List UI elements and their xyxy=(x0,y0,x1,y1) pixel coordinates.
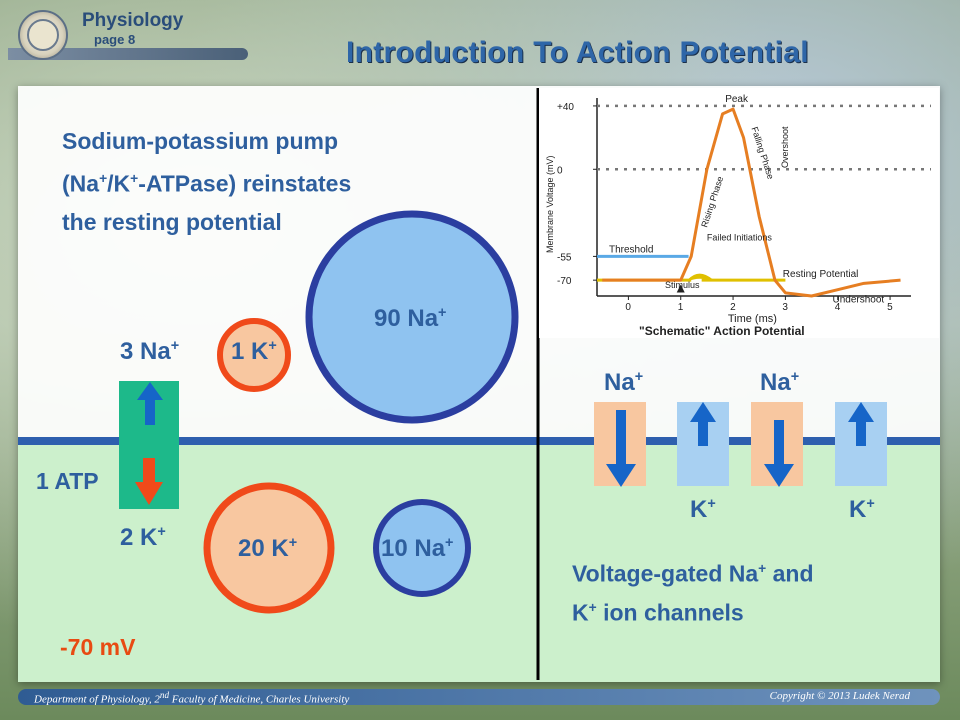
footer-bar: Department of Physiology, 2nd Faculty of… xyxy=(18,689,940,706)
channel-caption: Voltage-gated Na+ and K+ ion channels xyxy=(572,552,814,629)
annotation-resting-potential: Resting Potential xyxy=(783,269,859,280)
action-potential-trace xyxy=(602,107,901,298)
y-tick-2: -55 xyxy=(557,252,572,263)
pump-description-line-3: the resting potential xyxy=(62,208,282,235)
y-axis-label: Membrane Voltage (mV) xyxy=(545,155,555,253)
y-tick-1: 0 xyxy=(557,165,563,176)
cell-membrane xyxy=(18,437,940,445)
annotation-falling-phase: Falling Phase xyxy=(749,126,775,181)
annotation-peak: Peak xyxy=(725,94,749,105)
channel-caption-line-1: Voltage-gated Na+ and xyxy=(572,560,814,587)
channel-caption-line-2: K+ ion channels xyxy=(572,599,744,626)
annotation-failed-initiations: Failed Initiations xyxy=(707,233,773,243)
footer-copyright: Copyright © 2013 Ludek Nerad xyxy=(769,690,910,702)
x-tick-5: 5 xyxy=(887,302,893,313)
annotation-stimulus: Stimulus xyxy=(665,280,700,290)
x-tick-4: 4 xyxy=(835,302,841,313)
k-influx-arrow-icon xyxy=(135,458,163,505)
resting-voltage-label: -70 mV xyxy=(60,634,136,660)
x-axis-label: Time (ms) xyxy=(728,313,777,325)
pump-out-label: 3 Na+ xyxy=(120,338,180,365)
failed-initiation-2 xyxy=(688,276,713,282)
na-channel-1-arrow-icon xyxy=(606,410,636,487)
x-tick-2: 2 xyxy=(730,302,736,313)
k-channel-1-arrow-icon xyxy=(690,402,716,446)
pump-description: Sodium-potassium pump (Na+/K+-ATPase) re… xyxy=(62,122,351,241)
k-extracellular-label: 1 K+ xyxy=(231,338,277,365)
x-tick-0: 0 xyxy=(625,302,631,313)
na-intracellular-circle xyxy=(373,499,471,597)
k-intracellular-circle xyxy=(203,482,335,614)
na-channel-2-arrow-icon xyxy=(764,420,794,487)
subject-label: Physiology xyxy=(82,10,184,31)
y-tick-0: +40 xyxy=(557,102,574,113)
stimulus-arrow-head-icon xyxy=(676,284,685,293)
slide-title: Introduction To Action Potential xyxy=(346,36,809,69)
y-tick-3: -70 xyxy=(557,276,572,287)
k-extracellular-circle xyxy=(217,318,291,392)
na-efflux-arrow-icon xyxy=(137,382,163,425)
pump-description-line-2: (Na+/K+-ATPase) reinstates xyxy=(62,170,352,197)
page-number: page 8 xyxy=(94,32,136,47)
x-tick-1: 1 xyxy=(678,302,684,313)
annotation-undershoot: Undershoot xyxy=(833,294,885,305)
pump-in-label: 2 K+ xyxy=(120,524,166,551)
k-channel-label-1: K+ xyxy=(690,496,716,523)
header-accent-bar xyxy=(8,48,248,60)
k-intracellular-label: 20 K+ xyxy=(238,535,298,562)
k-channel-2-arrow-icon xyxy=(848,402,874,446)
footer-department: Department of Physiology, 2nd Faculty of… xyxy=(34,690,350,706)
na-extracellular-circle xyxy=(305,210,519,424)
na-extracellular-label: 90 Na+ xyxy=(374,305,447,332)
annotation-overshoot: Overshoot xyxy=(780,126,790,168)
pump-description-line-1: Sodium-potassium pump xyxy=(62,128,338,154)
university-seal-icon xyxy=(18,10,68,60)
na-channel-label-1: Na+ xyxy=(604,369,644,396)
x-tick-3: 3 xyxy=(782,302,788,313)
na-intracellular-label: 10 Na+ xyxy=(381,535,454,562)
atp-label: 1 ATP xyxy=(36,468,99,494)
chart-title: "Schematic" Action Potential xyxy=(639,324,805,338)
k-channel-label-2: K+ xyxy=(849,496,875,523)
annotation-threshold: Threshold xyxy=(609,244,653,255)
na-channel-label-2: Na+ xyxy=(760,369,800,396)
